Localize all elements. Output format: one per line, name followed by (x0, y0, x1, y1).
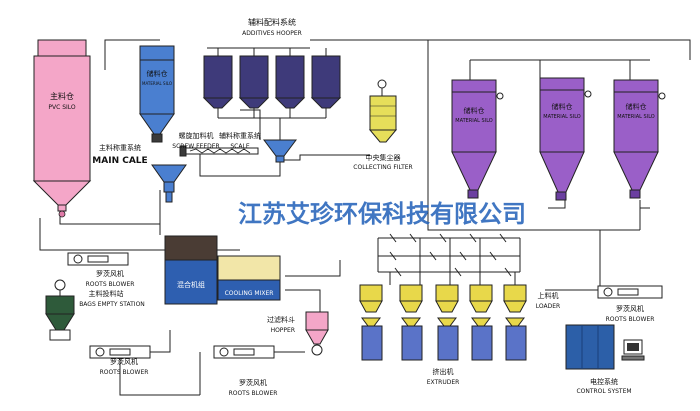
roots-blower-4: 罗茨风机 ROOTS BLOWER (597, 285, 663, 323)
aux-scale-label-en: SCALE (230, 143, 249, 150)
loader-5 (503, 284, 527, 313)
loader-3 (435, 284, 459, 313)
additives-hoppers (202, 48, 342, 140)
loader-4 (469, 284, 493, 313)
pipe-network (39, 39, 691, 396)
bags-empty-station: 主料投料站 BAGS EMPTY STATION (45, 279, 145, 341)
bags-station-label-cn: 主料投料站 (89, 289, 124, 298)
collecting-filter: 中央集尘器 COLLECTING FILTER (353, 79, 413, 171)
extruder-3 (437, 317, 459, 361)
loader-label-cn: 上料机 (538, 291, 559, 300)
additives-label-cn: 辅料配料系统 (248, 17, 296, 27)
silo-2-label-en: MATERIAL SILO (543, 114, 581, 120)
filter-hopper-label-cn: 过滤料斗 (267, 315, 295, 324)
roots-blower-4-label-cn: 罗茨风机 (616, 304, 644, 313)
screw-feeder-label-en: SCREW FEEDER (172, 143, 219, 150)
main-scale-hopper (151, 164, 187, 203)
screw-feeder (179, 145, 259, 157)
loader-label-en: LOADER (536, 303, 560, 310)
extruder-label-cn: 挤出机 (433, 367, 454, 376)
collecting-filter-label-en: COLLECTING FILTER (353, 164, 412, 171)
main-scale-label-en: MAIN CALE (92, 156, 147, 166)
extruders (361, 317, 527, 361)
extruder-label-en: EXTRUDER (427, 379, 460, 386)
material-silo-3: 储料仓 MATERIAL SILO (613, 79, 666, 199)
small-silo-label-en: MATERIAL SILO (142, 81, 172, 86)
pvc-silo: 主料仓 PVC SILO (32, 39, 92, 218)
roots-blower-1: 罗茨风机 ROOTS BLOWER (67, 252, 135, 288)
roots-blower-2: 罗茨风机 ROOTS BLOWER (89, 345, 151, 376)
aux-scale (263, 139, 297, 163)
material-silo-2: 储料仓 MATERIAL SILO (539, 77, 592, 201)
roots-blower-4-label-en: ROOTS BLOWER (606, 316, 655, 323)
silo-3-label-en: MATERIAL SILO (617, 114, 655, 120)
hot-mixer-label: 混合机组 (177, 280, 205, 289)
control-label-en: CONTROL SYSTEM (576, 388, 631, 395)
cooling-mixer-label: COOLING MIXER (225, 290, 274, 297)
loaders (359, 284, 527, 313)
main-scale-label-cn: 主料称重系统 (99, 143, 141, 152)
extruder-1 (361, 317, 383, 361)
loader-2 (399, 284, 423, 313)
roots-blower-3-label-en: ROOTS BLOWER (229, 390, 278, 397)
roots-blower-3: 罗茨风机 ROOTS BLOWER (213, 345, 278, 397)
roots-blower-2-label-en: ROOTS BLOWER (100, 369, 149, 376)
silo-2-label-cn: 储料仓 (552, 102, 573, 111)
pvc-silo-label-en: PVC SILO (48, 104, 76, 111)
filter-hopper: 过滤料斗 HOPPER (267, 311, 329, 356)
silo-1-label-en: MATERIAL SILO (455, 118, 493, 124)
control-label-cn: 电控系统 (590, 377, 618, 386)
screw-feeder-label-cn: 螺旋加料机 (179, 131, 214, 140)
roots-blower-1-label-cn: 罗茨风机 (96, 269, 124, 278)
small-silo-label-cn: 储料仓 (147, 69, 168, 78)
control-system: 电控系统 CONTROL SYSTEM (565, 324, 645, 395)
pvc-silo-label-cn: 主料仓 (50, 91, 74, 101)
valve-marks (389, 233, 512, 277)
small-material-silo: 储料仓 MATERIAL SILO (139, 45, 175, 143)
extruder-4 (471, 317, 493, 361)
silo-1-label-cn: 储料仓 (464, 106, 485, 115)
bags-station-label-en: BAGS EMPTY STATION (79, 301, 145, 308)
material-silo-1: 储料仓 MATERIAL SILO (451, 79, 504, 199)
roots-blower-2-label-cn: 罗茨风机 (110, 357, 138, 366)
loader-1 (359, 284, 383, 313)
additives-label-en: ADDITIVES HOOPER (242, 30, 302, 37)
company-watermark: 江苏艾珍环保科技有限公司 (238, 200, 526, 228)
extruder-2 (401, 317, 423, 361)
mixer-group: 混合机组 COOLING MIXER (164, 235, 281, 305)
aux-scale-label-cn: 辅料称重系统 (219, 131, 261, 140)
silo-3-label-cn: 储料仓 (626, 102, 647, 111)
extruder-5 (505, 317, 527, 361)
roots-blower-3-label-cn: 罗茨风机 (239, 378, 267, 387)
roots-blower-1-label-en: ROOTS BLOWER (86, 281, 135, 288)
filter-hopper-label-en: HOPPER (271, 327, 295, 334)
collecting-filter-label-cn: 中央集尘器 (366, 153, 401, 162)
